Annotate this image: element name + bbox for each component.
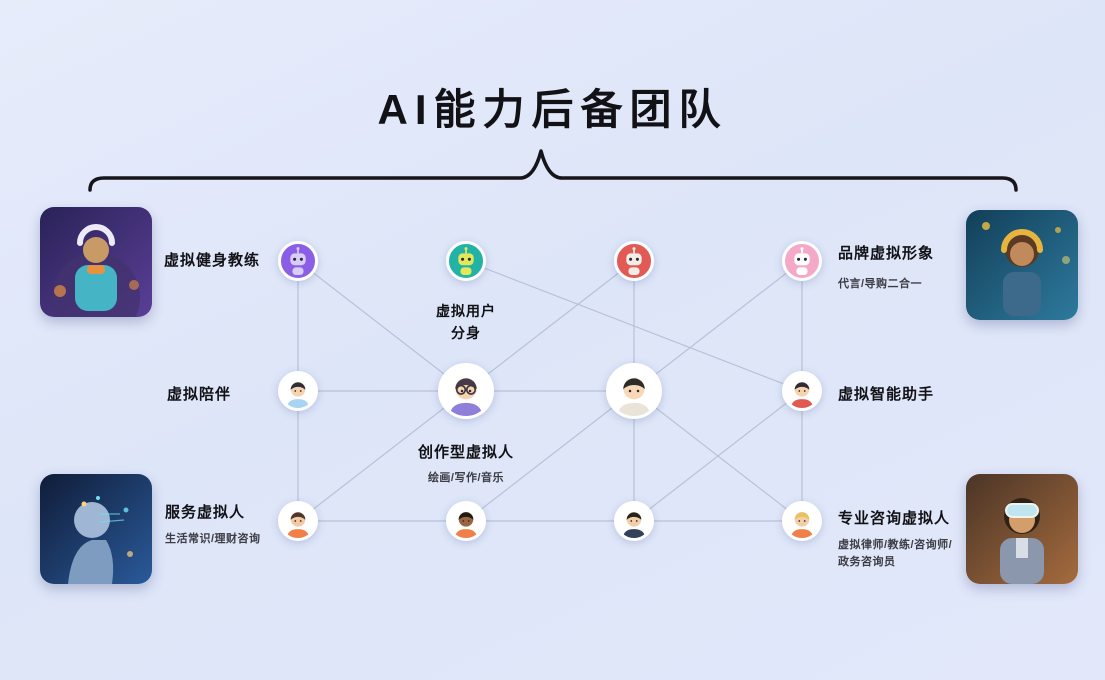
consulting-human-photo bbox=[966, 474, 1078, 584]
consulting-human-art bbox=[966, 474, 1078, 584]
label-fitness-coach: 虚拟健身教练 bbox=[164, 252, 261, 269]
avatar-woman-blonde bbox=[782, 501, 822, 541]
avatar-boy-red bbox=[782, 371, 822, 411]
brand-avatar-art bbox=[966, 210, 1078, 320]
sublabel-creative-human: 绘画/写作/音乐 bbox=[427, 472, 505, 484]
sublabel-brand-avatar: 代言/导购二合一 bbox=[838, 278, 923, 290]
sublabel-service-human: 生活常识/理财咨询 bbox=[165, 533, 261, 545]
label-creative-human: 创作型虚拟人 bbox=[417, 444, 514, 461]
brace-decoration bbox=[88, 149, 1018, 192]
avatar-girl-glasses bbox=[438, 363, 494, 419]
brand-avatar-photo bbox=[966, 210, 1078, 320]
service-human-photo bbox=[40, 474, 152, 584]
label-smart-assistant: 虚拟智能助手 bbox=[838, 386, 935, 403]
label-consulting-human: 专业咨询虚拟人 bbox=[838, 510, 951, 527]
avatar-man-orange bbox=[278, 501, 318, 541]
label-companion: 虚拟陪伴 bbox=[167, 386, 232, 403]
avatar-robot-red bbox=[614, 241, 654, 281]
avatar-robot-purple bbox=[278, 241, 318, 281]
label-service-human: 服务虚拟人 bbox=[165, 504, 246, 521]
service-human-art bbox=[40, 474, 152, 584]
avatar-boy-blue bbox=[278, 371, 318, 411]
label-brand-avatar: 品牌虚拟形象 bbox=[838, 245, 935, 262]
page-title: AI能力后备团队 bbox=[377, 86, 728, 133]
avatar-robot-teal bbox=[446, 241, 486, 281]
avatar-man-dark bbox=[446, 501, 486, 541]
sublabel-consulting-human: 虚拟律师/教练/咨询师/政务咨询员 bbox=[838, 539, 953, 569]
avatar-boy-plain bbox=[606, 363, 662, 419]
label-user-clone: 虚拟用户 分身 bbox=[436, 303, 496, 341]
avatar-robot-pink bbox=[782, 241, 822, 281]
fitness-coach-photo bbox=[40, 207, 152, 317]
avatar-man-suit bbox=[614, 501, 654, 541]
fitness-coach-art bbox=[40, 207, 152, 317]
